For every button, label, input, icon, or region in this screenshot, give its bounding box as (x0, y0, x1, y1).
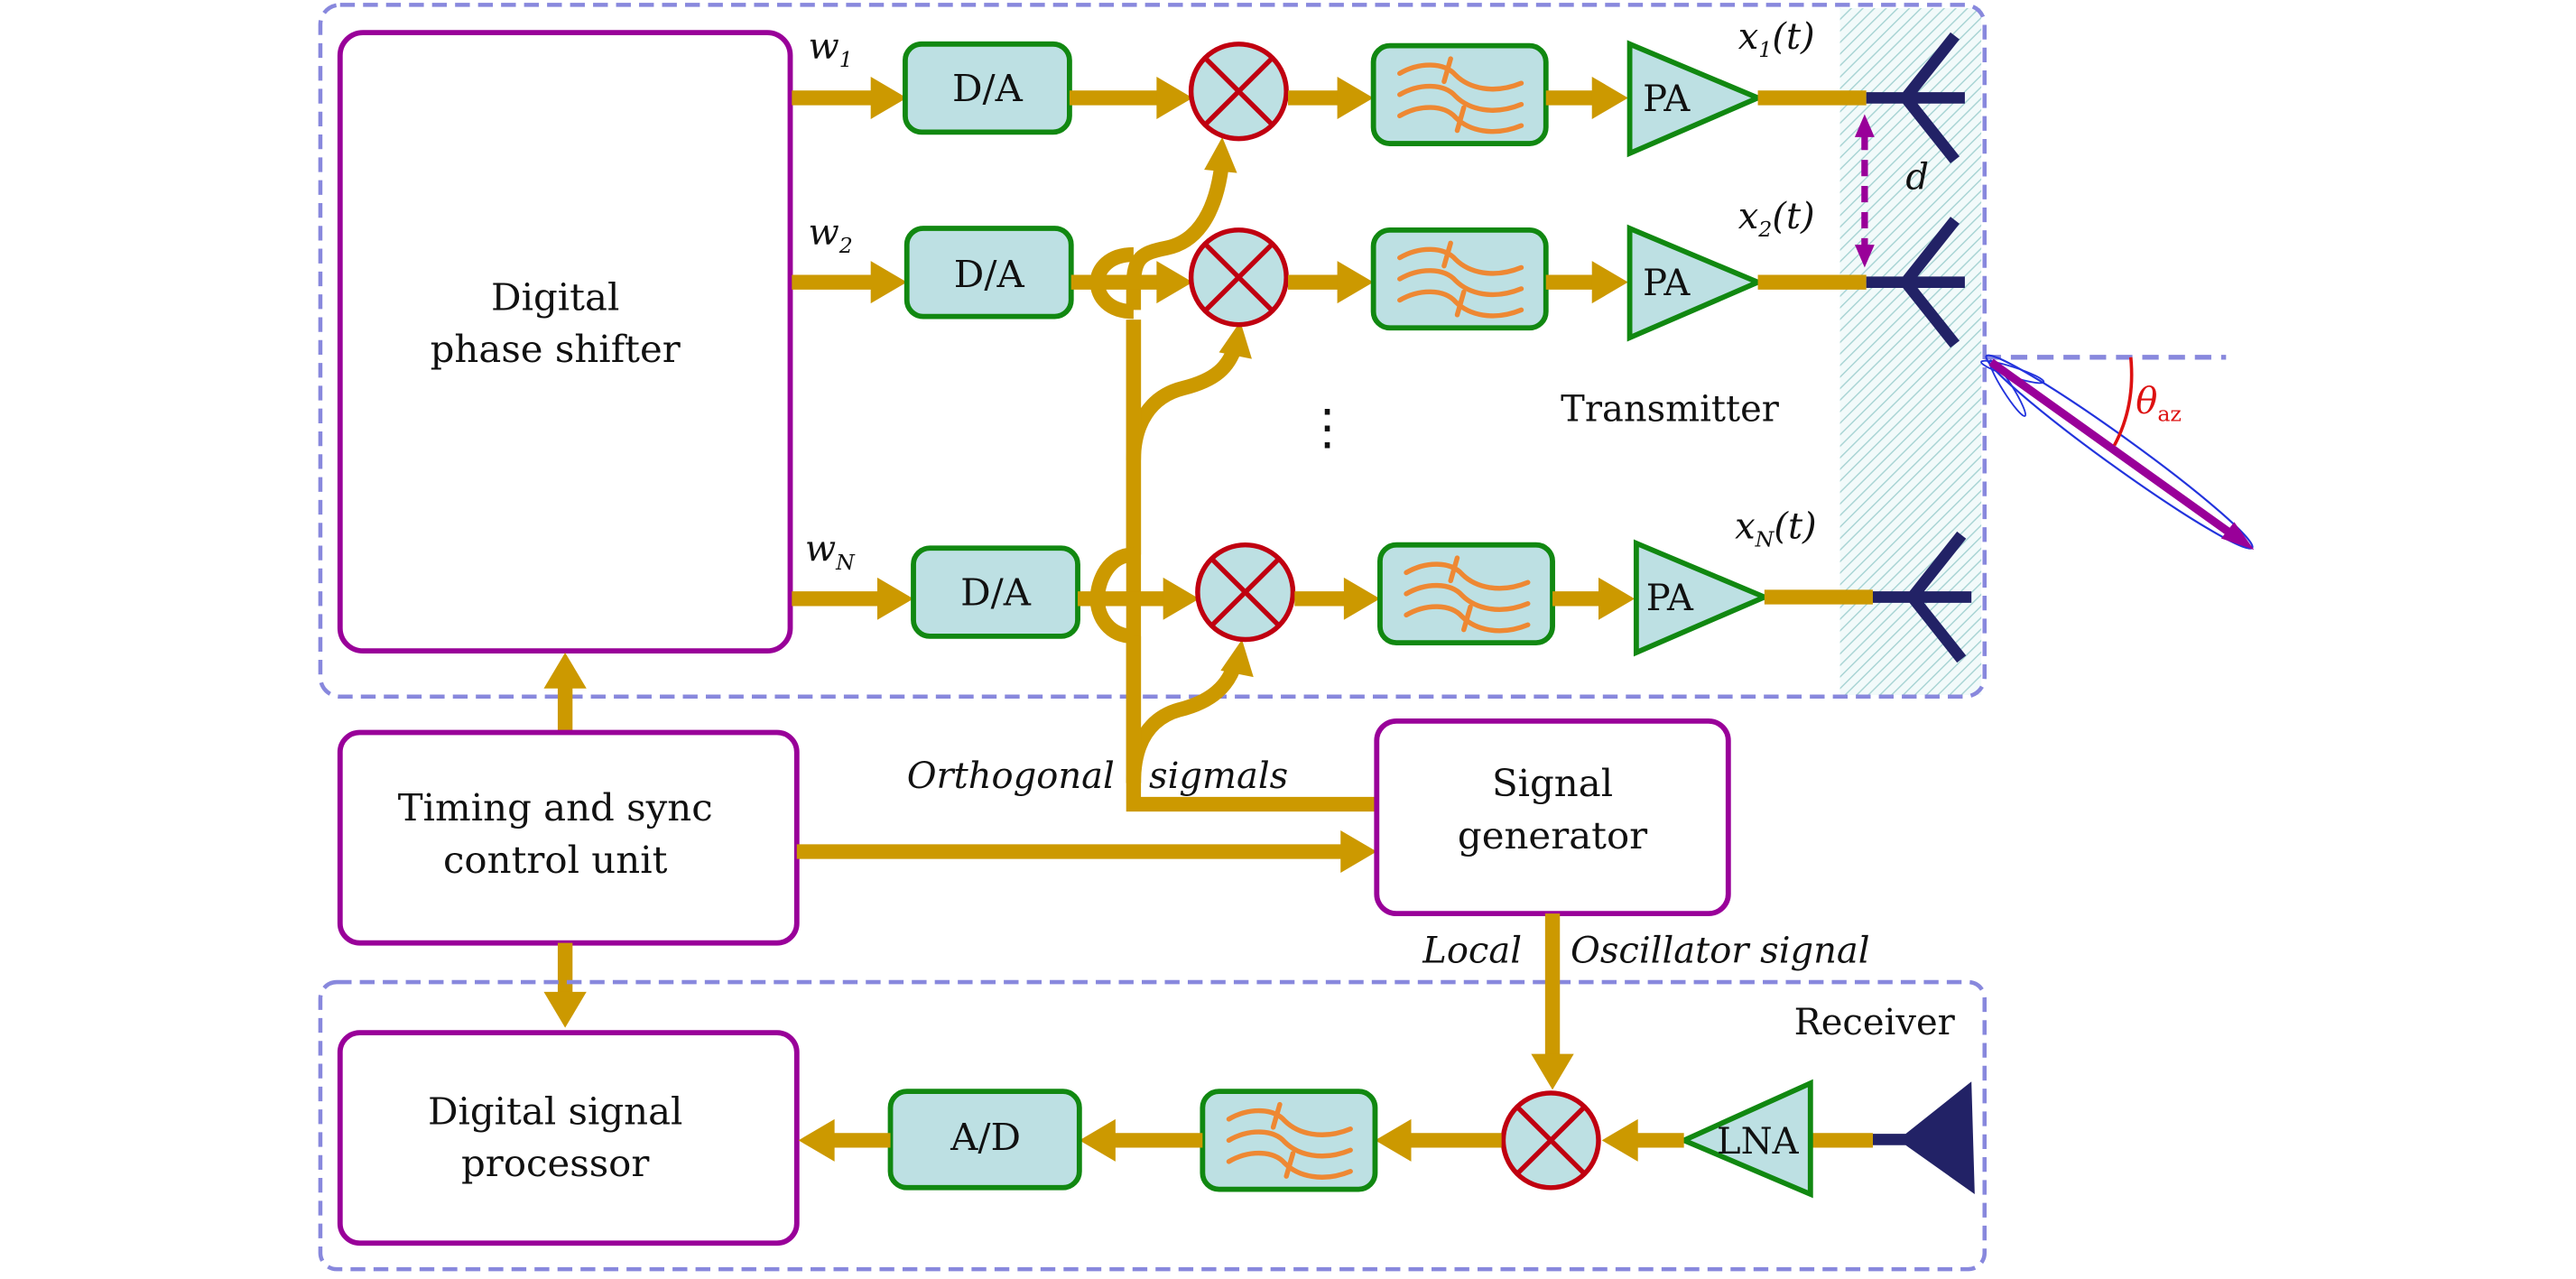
transmitter-boundary (318, 3, 1988, 700)
phase-shifter-label-1: Digital (491, 275, 619, 320)
transmitter-label: Transmitter (1561, 388, 1780, 430)
output-label-1: x1(t) (1738, 16, 1815, 62)
power-amplifier-n[interactable]: PA (1633, 539, 1772, 657)
spacing-label: d (1905, 157, 1929, 199)
pa-label-1: PA (1643, 79, 1691, 120)
tx-chain-1: w1 D/A PA x1(t) (792, 16, 1965, 164)
ad-label: A/D (950, 1115, 1021, 1159)
signal-generator-block[interactable]: Signal generator (1374, 718, 1731, 917)
digital-phase-shifter-block[interactable]: Digital phase shifter (337, 30, 793, 654)
receiver-section: Receiver (318, 979, 1988, 1272)
dsp-label-1: Digital signal (428, 1089, 683, 1133)
power-amplifier-1[interactable]: PA (1626, 40, 1765, 158)
lna-label: LNA (1717, 1121, 1800, 1163)
azimuth-angle-label: θaz (2136, 380, 2182, 426)
mixer-icon (1188, 227, 1289, 328)
bandpass-filter-icon[interactable] (1370, 227, 1549, 331)
siggen-label-2: generator (1458, 813, 1647, 857)
pa-label-n: PA (1646, 578, 1694, 619)
da-label-n: D/A (960, 570, 1032, 615)
bandpass-filter-icon[interactable] (1200, 1089, 1378, 1192)
antenna-icon (1866, 217, 1965, 348)
ellipsis-dots: ⋮ (1302, 398, 1352, 456)
mixer-icon (1188, 42, 1289, 142)
da-label-2: D/A (954, 252, 1025, 296)
receiver-boundary (318, 979, 1988, 1272)
horn-antenna-icon (1872, 1081, 1975, 1195)
mixer-icon (1195, 542, 1296, 643)
orthogonal-signal-bus (1126, 136, 1377, 812)
da-converter-n[interactable]: D/A (911, 545, 1080, 639)
orthogonal-signals-label: Orthogonal sigmals (907, 755, 1288, 797)
power-amplifier-2[interactable]: PA (1626, 224, 1765, 342)
siggen-label-1: Signal (1492, 761, 1613, 805)
bandpass-filter-icon[interactable] (1377, 542, 1555, 646)
local-label: Local (1422, 930, 1522, 971)
timing-label-2: control unit (443, 838, 668, 882)
dsp-label-2: processor (461, 1141, 649, 1185)
beam-pattern-icon: θaz (1980, 354, 2255, 551)
pa-label-2: PA (1643, 263, 1691, 304)
timing-sync-control-block[interactable]: Timing and sync control unit (337, 729, 800, 946)
da-converter-1[interactable]: D/A (902, 41, 1072, 135)
low-noise-amplifier[interactable]: LNA (1677, 1079, 1813, 1199)
bandpass-filter-icon[interactable] (1370, 42, 1549, 146)
tx-chain-n: wN D/A PA xN(t) (792, 506, 1972, 663)
da-label-1: D/A (952, 66, 1024, 110)
element-spacing-indicator: d (1854, 114, 1929, 268)
mixer-icon (1500, 1090, 1601, 1191)
receiver-label: Receiver (1794, 1002, 1956, 1043)
timing-label-1: Timing and sync (398, 785, 713, 829)
antenna-icon (1872, 531, 1972, 663)
output-label-2: x2(t) (1738, 196, 1815, 242)
ad-converter[interactable]: A/D (887, 1089, 1082, 1191)
da-converter-2[interactable]: D/A (903, 226, 1074, 320)
oscillator-signal-label: Oscillator signal (1571, 930, 1870, 971)
weight-label-n: wN (805, 529, 856, 575)
antenna-icon (1866, 32, 1965, 164)
output-label-n: xN(t) (1735, 506, 1817, 552)
tx-chain-2: w2 D/A PA x2(t) (792, 196, 1965, 348)
phase-shifter-label-2: phase shifter (431, 327, 681, 371)
weight-label-1: w1 (809, 26, 853, 72)
weight-label-2: w2 (809, 212, 853, 258)
digital-signal-processor-block[interactable]: Digital signal processor (337, 1030, 800, 1247)
